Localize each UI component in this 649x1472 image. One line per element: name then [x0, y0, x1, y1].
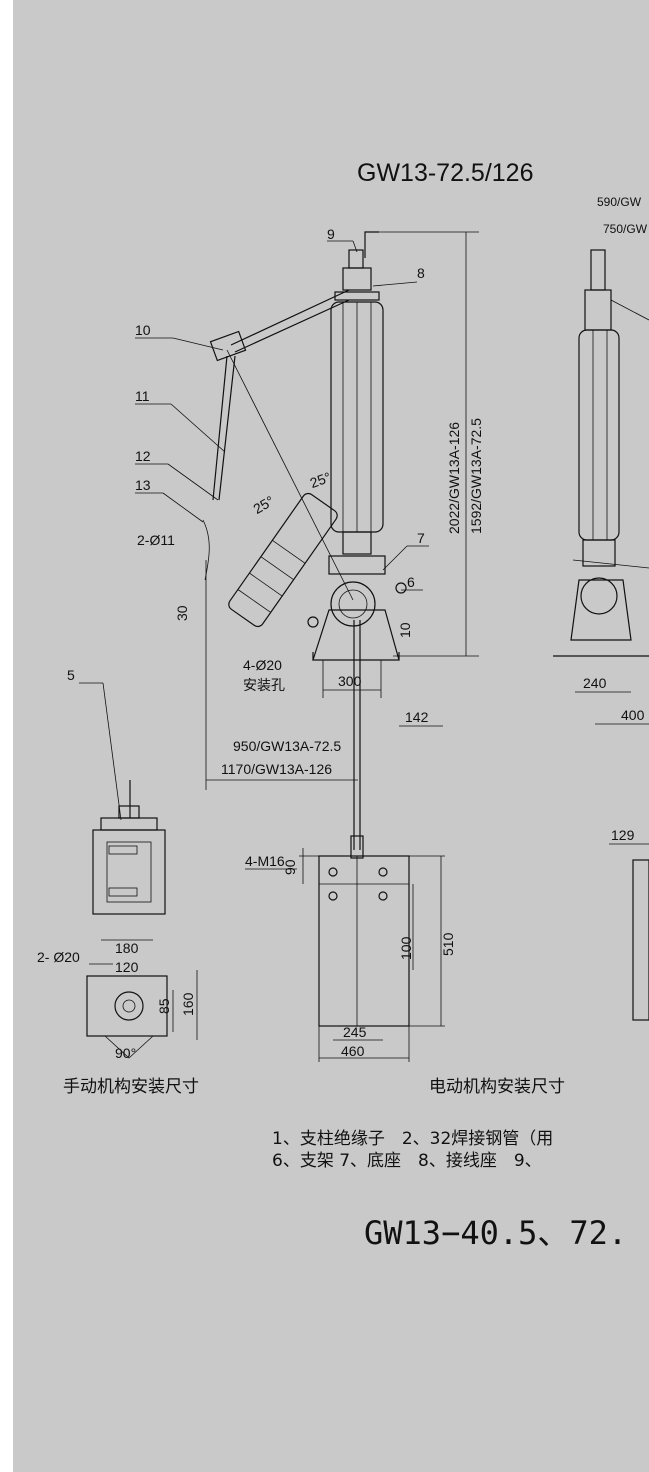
dim-160: 160	[180, 992, 196, 1016]
legend-line-2: 6、支架 7、底座 8、接线座 9、	[272, 1151, 542, 1171]
manual-mechanism-box	[92, 829, 166, 915]
dim-142: 142	[405, 709, 429, 725]
part-number-12: 12	[135, 448, 151, 464]
connection-seat	[342, 267, 372, 291]
dim-180: 180	[115, 940, 139, 956]
part-number-5: 5	[67, 667, 75, 683]
series-title: GW13−40.5、72.	[364, 1214, 627, 1252]
dim-240: 240	[583, 675, 607, 691]
side-view	[553, 249, 649, 657]
dim-120: 120	[115, 959, 139, 975]
part-number-7: 7	[417, 530, 425, 546]
base-frame	[312, 609, 400, 661]
dim-width-72: 950/GW13A-72.5	[233, 738, 341, 754]
electric-mechanism	[299, 843, 649, 1062]
part-number-11: 11	[135, 388, 150, 404]
rod-11	[212, 355, 228, 501]
technical-drawing: GW13-72.5/126	[37, 159, 649, 1252]
part-number-13: 13	[135, 477, 151, 493]
caption-electric-mechanism: 电动机构安装尺寸	[429, 1077, 565, 1097]
dim-hole-top: 2-Ø11	[137, 532, 175, 548]
dim-height-72: 1592/GW13A-72.5	[468, 418, 484, 534]
dim-mount-holes: 4-Ø20	[243, 657, 282, 673]
dim-510: 510	[440, 932, 456, 956]
dim-height-126: 2022/GW13A-126	[446, 422, 462, 534]
mount-holes-note: 安装孔	[243, 677, 285, 693]
part-number-9: 9	[327, 226, 335, 242]
manual-mechanism	[86, 780, 198, 1059]
insulator-base	[342, 531, 372, 555]
drawing-sheet: GW13-72.5/126	[13, 0, 649, 1472]
part-number-10: 10	[135, 322, 151, 338]
dim-top-right-2: 750/GW	[603, 222, 648, 236]
dim-man-holes: 2- Ø20	[37, 949, 80, 965]
legend-line-1: 1、支柱绝缘子 2、32焊接钢管（用	[272, 1129, 553, 1149]
dim-90: 90	[282, 859, 298, 875]
dimension-lines	[205, 231, 649, 790]
dim-300: 300	[338, 673, 362, 689]
main-assembly	[202, 231, 407, 859]
tilted-insulator	[228, 492, 338, 628]
dim-10: 10	[397, 622, 413, 638]
dim-400: 400	[621, 707, 645, 723]
terminal-cap	[348, 249, 364, 269]
manual-mounting-plate	[86, 975, 168, 1037]
caption-manual-mechanism: 手动机构安装尺寸	[63, 1077, 199, 1097]
arm-upper	[230, 289, 350, 346]
dim-460: 460	[341, 1043, 365, 1059]
angle-left: 25°	[250, 492, 276, 516]
dim-top-right-1: 590/GW	[597, 195, 642, 209]
angle-90: 90°	[115, 1045, 136, 1061]
part-number-6: 6	[407, 574, 415, 590]
dim-bolts: 4-M16	[245, 853, 285, 869]
clamp-10	[209, 330, 247, 362]
angle-right: 25°	[308, 469, 333, 491]
dim-100: 100	[398, 936, 414, 960]
dim-129: 129	[611, 827, 635, 843]
drawing-title: GW13-72.5/126	[357, 159, 534, 187]
dim-245: 245	[343, 1024, 367, 1040]
leader-lines	[79, 240, 429, 870]
dim-width-126: 1170/GW13A-126	[221, 761, 332, 777]
dim-30: 30	[174, 605, 190, 621]
part-number-8: 8	[417, 265, 425, 281]
dim-85: 85	[156, 998, 172, 1014]
electric-mounting-plate	[318, 855, 410, 1027]
gearbox	[330, 581, 376, 627]
top-crank	[364, 231, 379, 258]
